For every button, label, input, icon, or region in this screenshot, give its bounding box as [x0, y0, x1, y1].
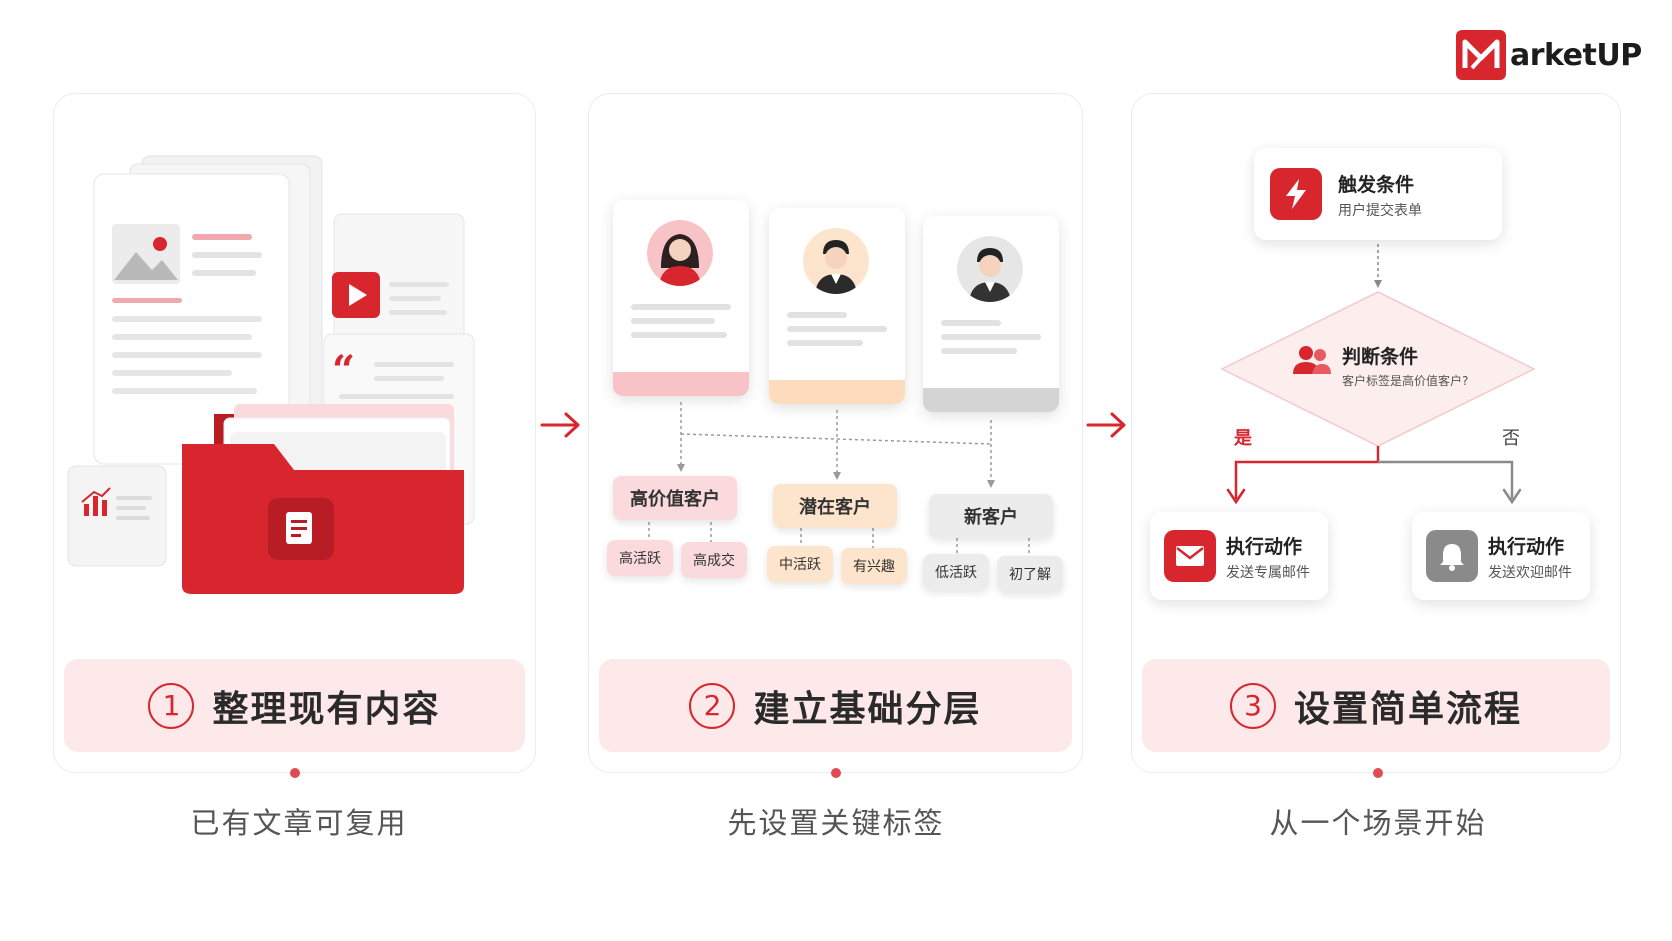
action-yes-subtitle: 发送专属邮件 — [1226, 565, 1310, 581]
quote-icon: “ — [332, 347, 355, 394]
trigger-box: 触发条件 用户提交表单 — [1254, 148, 1502, 240]
video-play-icon — [332, 272, 380, 318]
step-1-panel: “ 1 整理现有内容 — [53, 93, 536, 773]
branch-no-label: 否 — [1502, 428, 1520, 449]
step-2-caption: 先设置关键标签 — [727, 806, 945, 840]
image-icon — [112, 224, 180, 284]
subtag-mid-activity: 中活跃 — [767, 546, 833, 582]
trigger-subtitle: 用户提交表单 — [1338, 203, 1422, 219]
subtag-interested: 有兴趣 — [841, 548, 907, 584]
step-3-panel: 触发条件 用户提交表单 判断条件 客户标签是高价值客户? 是 否 执行动作 发送… — [1131, 93, 1621, 773]
action-no-title: 执行动作 — [1488, 536, 1565, 558]
subtag-low-activity: 低活跃 — [923, 554, 989, 590]
step-2-title: 建立基础分层 — [753, 688, 982, 730]
step-1-connector-dot — [290, 768, 300, 778]
step-3-title: 设置简单流程 — [1293, 688, 1522, 730]
profile-card-footer — [923, 388, 1059, 412]
profile-card-high-value — [613, 200, 749, 396]
male-avatar-icon — [803, 228, 869, 294]
action-no-box: 执行动作 发送欢迎邮件 — [1412, 512, 1590, 600]
condition-subtitle: 客户标签是高价值客户? — [1342, 374, 1469, 388]
segment-tag-high-value: 高价值客户 — [613, 476, 737, 520]
step-1-title: 整理现有内容 — [212, 688, 441, 730]
bar-chart-icon — [81, 487, 111, 516]
logo-m-icon — [1456, 30, 1506, 80]
subtag-high-activity: 高活跃 — [607, 540, 673, 576]
step-1-caption: 已有文章可复用 — [190, 806, 408, 840]
arrow-right-icon — [1086, 412, 1126, 438]
folder-icon — [182, 404, 464, 594]
lightning-icon — [1270, 168, 1322, 220]
profile-card-footer — [613, 372, 749, 396]
action-yes-box: 执行动作 发送专属邮件 — [1150, 512, 1328, 600]
content-library-illustration: “ — [67, 155, 475, 594]
bell-icon — [1426, 530, 1478, 582]
profile-card-potential — [769, 208, 905, 404]
brand-logo: arketUP — [1456, 30, 1642, 80]
step-3-number: 3 — [1229, 682, 1276, 729]
logo-text: arketUP — [1510, 37, 1642, 73]
profile-card-footer — [769, 380, 905, 404]
step-2-panel: 高价值客户 高活跃 高成交 潜在客户 中活跃 有兴趣 新客户 低活跃 初了解 2… — [588, 93, 1083, 773]
step-3-caption: 从一个场景开始 — [1269, 806, 1487, 840]
people-icon — [1292, 344, 1332, 380]
condition-diamond — [1220, 291, 1536, 447]
segment-tag-new: 新客户 — [929, 494, 1053, 538]
step-3-connector-dot — [1373, 768, 1383, 778]
action-no-subtitle: 发送欢迎邮件 — [1488, 565, 1572, 581]
trigger-title: 触发条件 — [1338, 174, 1415, 196]
profile-card-new — [923, 216, 1059, 412]
segment-connectors — [648, 402, 1030, 556]
male-avatar-icon — [957, 236, 1023, 302]
step-1-banner: 1 整理现有内容 — [64, 659, 525, 752]
action-yes-title: 执行动作 — [1226, 536, 1303, 558]
step-2-number: 2 — [689, 682, 736, 729]
step-2-connector-dot — [831, 768, 841, 778]
step-3-banner: 3 设置简单流程 — [1142, 659, 1610, 752]
arrow-right-icon — [540, 412, 580, 438]
subtag-high-conversion: 高成交 — [681, 542, 747, 578]
step-1-number: 1 — [148, 682, 195, 729]
flow-connectors — [1220, 244, 1536, 505]
female-avatar-icon — [647, 220, 713, 286]
segment-tag-potential: 潜在客户 — [773, 484, 897, 528]
branch-yes-label: 是 — [1234, 428, 1252, 449]
subtag-initial-understanding: 初了解 — [997, 556, 1063, 592]
mail-icon — [1164, 530, 1216, 582]
condition-title: 判断条件 — [1342, 346, 1419, 368]
step-2-banner: 2 建立基础分层 — [599, 659, 1072, 752]
